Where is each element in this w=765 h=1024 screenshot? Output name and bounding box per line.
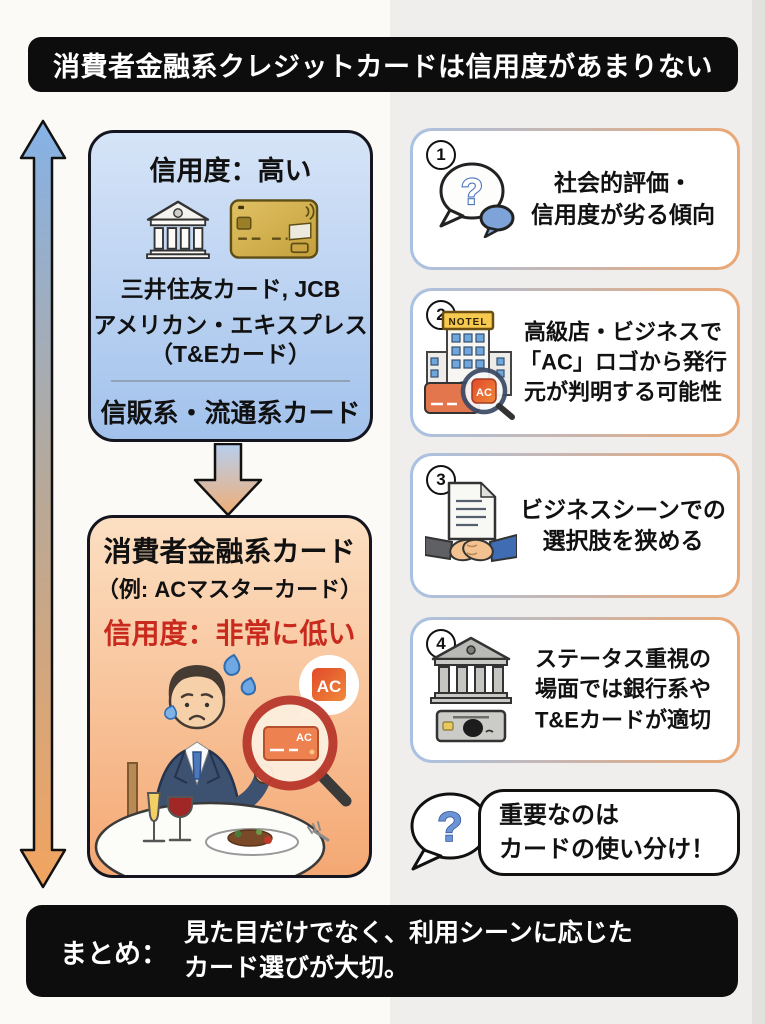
gold-credit-card-icon bbox=[229, 199, 318, 259]
reason-4-line-1: ステータス重視の bbox=[534, 646, 711, 672]
summary-banner: まとめ： 見た目だけでなく、利用シーンに応じた カード選びが大切。 bbox=[26, 905, 738, 997]
reason-1-line-1: 社会的評価・ bbox=[554, 169, 692, 196]
high-box-footer: 信販系・流通系カード bbox=[100, 397, 361, 428]
reason-2-line-3: 元が判明する可能性 bbox=[523, 379, 722, 405]
handshake-document-icon bbox=[425, 481, 517, 562]
conclusion-box: 重要なのは カードの使い分け！ bbox=[478, 789, 740, 876]
high-credibility-box: 信用度：高い bbox=[88, 130, 373, 442]
down-arrow-icon bbox=[193, 443, 263, 517]
sweat-drop-icon bbox=[223, 653, 241, 676]
question-mark: ? bbox=[461, 171, 483, 212]
reason-4-line-3: T&Eカードが適切 bbox=[534, 707, 711, 733]
bank-premium-card-icon bbox=[430, 636, 512, 743]
conclusion-question-bubble-icon: ? bbox=[410, 792, 490, 871]
reason-2-line-1: 高級店・ビジネスで bbox=[523, 318, 722, 344]
summary-line-2: カード選びが大切。 bbox=[184, 954, 410, 982]
credibility-scale-arrow-icon bbox=[19, 119, 67, 889]
title-banner: 消費者金融系クレジットカードは信用度があまりない bbox=[28, 37, 738, 92]
ac-logo-text: AC bbox=[317, 677, 342, 696]
bank-building-icon bbox=[145, 200, 210, 259]
question-mark: ? bbox=[437, 803, 463, 850]
hotel-sign-text: NOTEL bbox=[449, 317, 488, 328]
divider bbox=[110, 379, 351, 382]
hotel-card-magnifier-icon: NOTEL AC bbox=[424, 310, 515, 420]
high-box-icons bbox=[91, 198, 370, 260]
low-credibility-box: 消費者金融系カード （例: ACマスターカード） 信用度：非常に低い AC bbox=[87, 515, 372, 878]
question-bubble-icon: ? bbox=[439, 162, 515, 238]
right-edge-strip bbox=[752, 0, 765, 1024]
reason-card-1: 1 ? 社会的評価・ 信用度が劣る傾向 bbox=[410, 128, 740, 270]
low-box-heading: 消費者金融系カード bbox=[103, 536, 356, 567]
high-box-heading: 信用度：高い bbox=[149, 156, 312, 186]
conclusion-line-1: 重要なのは bbox=[499, 801, 619, 829]
dinner-illustration: AC AC bbox=[94, 653, 359, 875]
amex-line-2: （T&Eカード） bbox=[150, 340, 311, 367]
reason-card-3: 3 ビジネスシーンでの 選択肢を狭める bbox=[410, 453, 740, 598]
high-box-brands: 三井住友カード, JCB bbox=[120, 276, 341, 302]
page-title: 消費者金融系クレジットカードは信用度があまりない bbox=[53, 52, 713, 82]
reason-3-line-2: 選択肢を狭める bbox=[542, 527, 704, 554]
reason-3-line-1: ビジネスシーンでの bbox=[520, 495, 726, 522]
conclusion-line-2: カードの使い分け！ bbox=[499, 835, 715, 863]
reason-2-line-2: 「AC」ロゴから発行 bbox=[519, 349, 727, 375]
ac-card bbox=[263, 726, 319, 761]
ac-logo-badge bbox=[312, 668, 346, 701]
sweat-drop-icon bbox=[240, 676, 257, 696]
reason-card-2: 2 NOTEL bbox=[410, 288, 740, 437]
reason-card-4: 4 ステータス重視の 場面では銀行系や T&Eカードが適切 bbox=[410, 617, 740, 763]
ac-card-text: AC bbox=[296, 732, 312, 744]
reason-4-line-2: 場面では銀行系や bbox=[534, 676, 711, 702]
low-box-warning: 信用度：非常に低い bbox=[103, 618, 356, 649]
low-box-example: （例: ACマスターカード） bbox=[96, 577, 363, 602]
ac-badge-text: AC bbox=[476, 387, 492, 399]
summary-line-1: 見た目だけでなく、利用シーンに応じた bbox=[184, 918, 633, 947]
sweat-drop-icon bbox=[164, 705, 177, 720]
item-number-1: 1 bbox=[426, 140, 456, 170]
summary-label: まとめ： bbox=[60, 938, 168, 969]
amex-line-1: アメリカン・エキスプレス bbox=[93, 312, 368, 338]
reason-1-line-2: 信用度が劣る傾向 bbox=[531, 201, 715, 227]
